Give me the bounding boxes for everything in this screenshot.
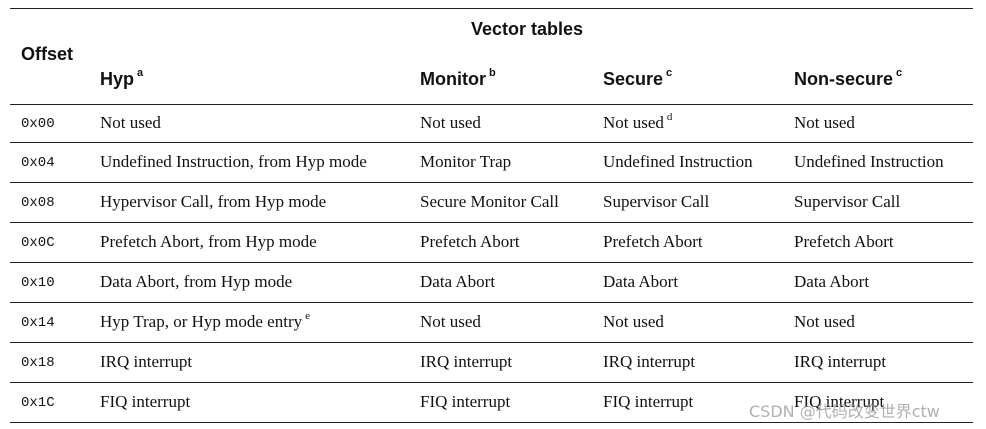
monitor-cell: FIQ interrupt (420, 392, 511, 411)
nonsecure-cell: Data Abort (794, 272, 870, 291)
monitor-header-note: b (488, 67, 496, 79)
offset-cell: 0x18 (21, 355, 55, 371)
monitor-cell: IRQ interrupt (420, 352, 513, 371)
nonsecure-cell: Undefined Instruction (794, 152, 944, 171)
table-row: 0x1C FIQ interrupt FIQ interrupt FIQ int… (10, 383, 973, 423)
table-row: 0x08 Hypervisor Call, from Hyp mode Secu… (10, 183, 973, 223)
monitor-cell: Prefetch Abort (420, 232, 520, 251)
offset-cell: 0x10 (21, 275, 55, 291)
hyp-cell: Prefetch Abort, from Hyp mode (100, 232, 317, 251)
secure-cell: IRQ interrupt (603, 352, 696, 371)
hyp-cell: FIQ interrupt (100, 392, 191, 411)
hyp-header-note: a (137, 67, 144, 79)
offset-cell: 0x04 (21, 155, 55, 171)
hyp-cell: Not used (100, 113, 161, 132)
nonsecure-cell: Supervisor Call (794, 192, 901, 211)
hyp-cell: Hypervisor Call, from Hyp mode (100, 192, 327, 211)
secure-cell: Not used (603, 312, 664, 331)
table-row: 0x18 IRQ interrupt IRQ interrupt IRQ int… (10, 343, 973, 383)
monitor-cell: Not used (420, 312, 481, 331)
offset-cell: 0x0C (21, 235, 55, 251)
hyp-cell: Undefined Instruction, from Hyp mode (100, 152, 367, 171)
secure-cell: Supervisor Call (603, 192, 710, 211)
offset-cell: 0x00 (21, 116, 55, 132)
nonsecure-cell: Not used (794, 312, 855, 331)
nonsecure-cell: Prefetch Abort (794, 232, 894, 251)
monitor-cell: Data Abort (420, 272, 496, 291)
table-top-rule (10, 8, 973, 9)
monitor-header-label: Monitor (420, 69, 486, 89)
table-row: 0x10 Data Abort, from Hyp mode Data Abor… (10, 263, 973, 303)
nonsecure-cell: FIQ interrupt (794, 392, 885, 411)
hyp-cell: IRQ interrupt (100, 352, 193, 371)
nonsecure-cell: IRQ interrupt (794, 352, 887, 371)
secure-cell: Data Abort (603, 272, 679, 291)
secure-cell: FIQ interrupt (603, 392, 694, 411)
secure-cell: Undefined Instruction (603, 152, 753, 171)
offset-cell: 0x08 (21, 195, 55, 211)
hyp-header-label: Hyp (100, 69, 135, 89)
table-row: 0x0C Prefetch Abort, from Hyp mode Prefe… (10, 223, 973, 263)
offset-cell: 0x1C (21, 395, 55, 411)
monitor-cell: Secure Monitor Call (420, 192, 559, 211)
monitor-cell: Not used (420, 113, 481, 132)
secure-cell: Prefetch Abort (603, 232, 703, 251)
nonsecure-cell: Not used (794, 113, 855, 132)
csdn-watermark: CSDN @代码改变世界ctw (749, 402, 940, 421)
nonsecure-header-note: c (896, 67, 903, 79)
monitor-cell: Monitor Trap (420, 152, 512, 171)
offset-header: Offset (21, 44, 74, 64)
nonsecure-header-label: Non-secure (794, 69, 894, 89)
secure-header-note: c (666, 67, 673, 79)
offset-cell: 0x14 (21, 315, 55, 331)
hyp-cell: Data Abort, from Hyp mode (100, 272, 293, 291)
secure-header-label: Secure (603, 69, 664, 89)
vector-tables-title: Vector tables (471, 19, 584, 39)
table-row: 0x04 Undefined Instruction, from Hyp mod… (10, 143, 973, 183)
